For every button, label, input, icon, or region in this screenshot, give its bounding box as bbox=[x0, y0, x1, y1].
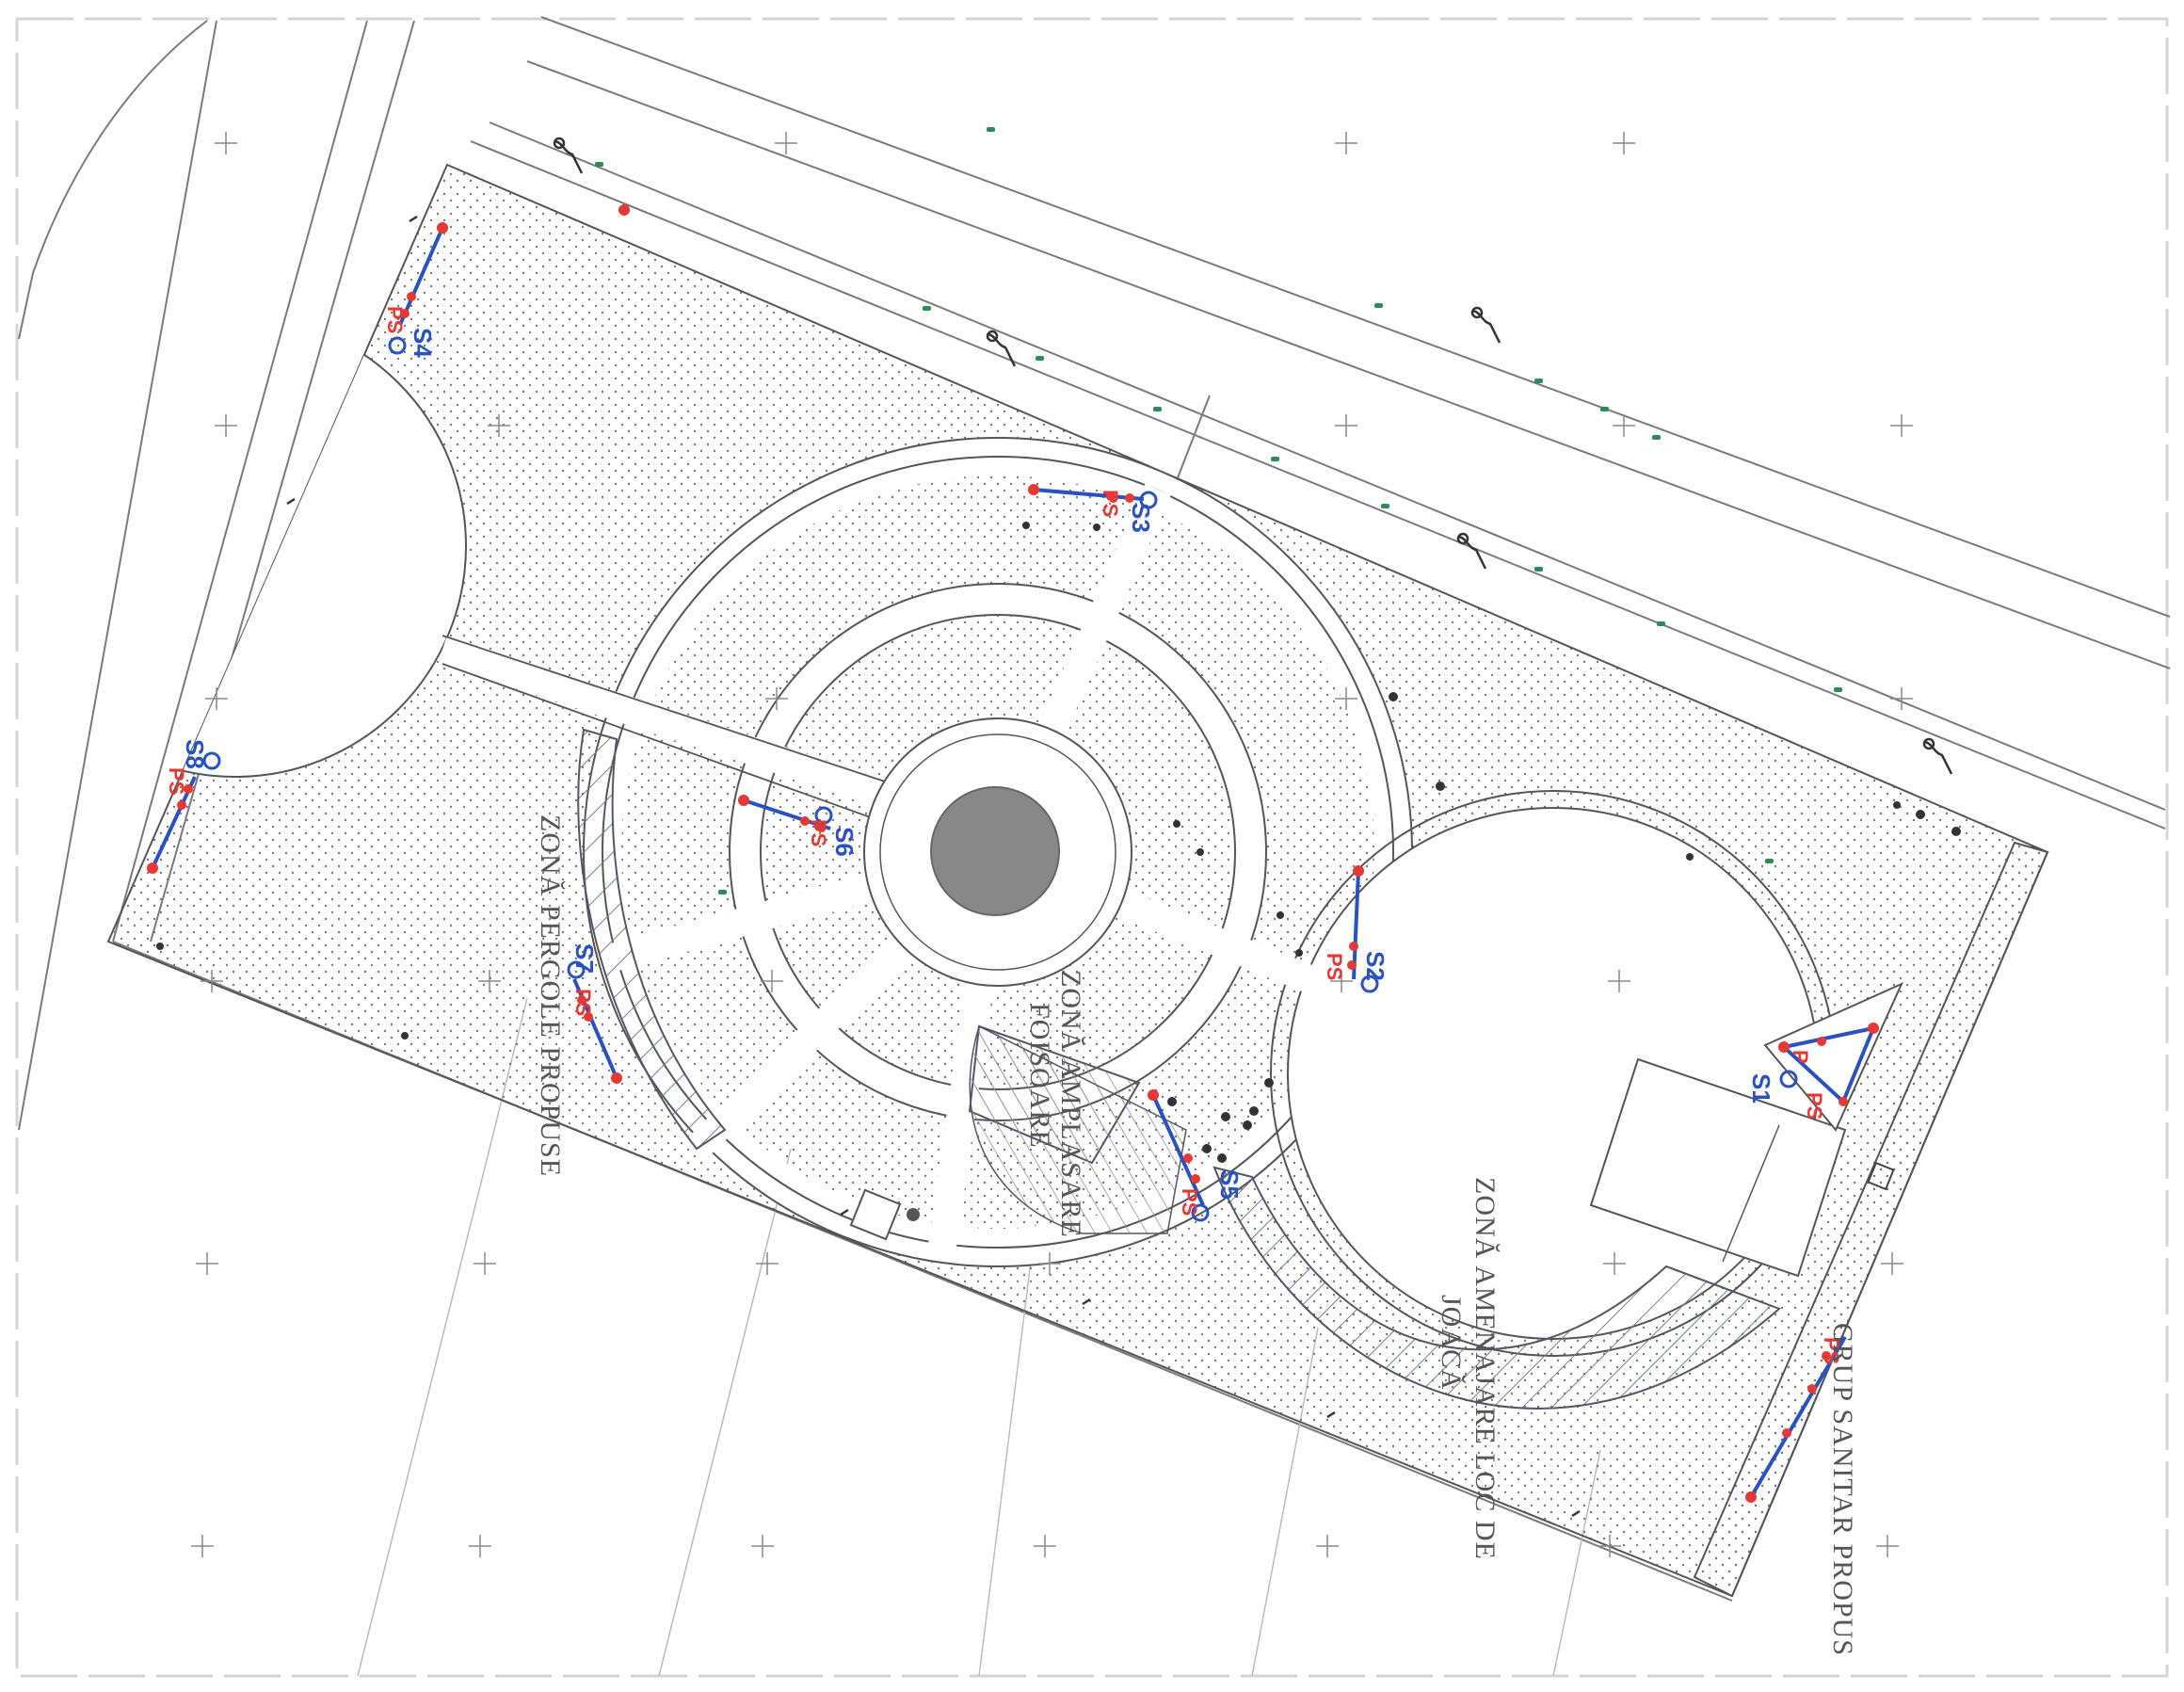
label-ps-s4: PS bbox=[383, 306, 407, 333]
zone-pergole-label: ZONĂ PERGOLE PROPUSE bbox=[535, 814, 566, 1177]
zone-amenajare-label-2: JOACĂ bbox=[1436, 1295, 1467, 1391]
label-s3: S3 bbox=[1127, 503, 1155, 533]
zone-amenajare-label-1: ZONĂ AMENAJARE LOC DE bbox=[1469, 1177, 1501, 1560]
label-ps-s1: PS bbox=[1803, 1092, 1826, 1120]
label-ps-s2: PS bbox=[1323, 953, 1346, 980]
label-ps-s7: PS bbox=[571, 989, 595, 1016]
roads bbox=[18, 16, 2171, 1602]
fountain bbox=[930, 786, 1060, 916]
tree-markers bbox=[595, 127, 1842, 894]
label-s5: S5 bbox=[1215, 1169, 1244, 1200]
label-s8: S8 bbox=[181, 739, 209, 769]
zone-grup-label: GRUP SANITAR PROPUS bbox=[1827, 1323, 1858, 1656]
label-ps-s3: PS bbox=[1099, 490, 1122, 517]
furniture-markers bbox=[156, 522, 1961, 1221]
label-ps-s8: PS bbox=[165, 767, 188, 795]
zone-amplasare-label-2: FOISOARE bbox=[1024, 1003, 1055, 1149]
label-s1: S1 bbox=[1747, 1073, 1775, 1104]
lamp-symbols bbox=[286, 137, 1953, 1518]
label-ps-s5: PS bbox=[1178, 1188, 1201, 1216]
label-s7: S7 bbox=[570, 943, 599, 974]
label-s6: S6 bbox=[830, 827, 859, 857]
sanitary-building bbox=[1589, 1057, 1847, 1278]
survey-points bbox=[147, 204, 1879, 1503]
grid-crosses bbox=[191, 132, 1913, 1557]
label-p-s1: P bbox=[1789, 1050, 1812, 1064]
label-ps-grup: PS bbox=[1820, 1337, 1843, 1364]
zone-amplasare-label-1: ZONĂ AMPLASARE bbox=[1055, 970, 1086, 1238]
label-ps-s6: PS bbox=[807, 819, 830, 846]
park-paths bbox=[108, 314, 1903, 1410]
label-s4: S4 bbox=[409, 328, 437, 358]
station-markers bbox=[202, 336, 1798, 1222]
label-s2: S2 bbox=[1361, 951, 1389, 981]
